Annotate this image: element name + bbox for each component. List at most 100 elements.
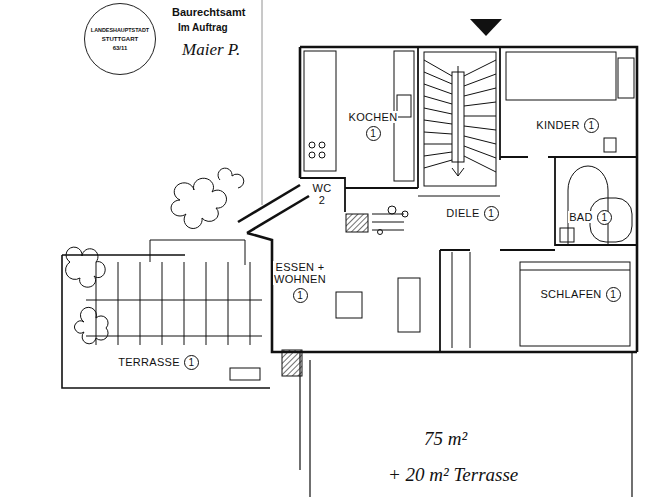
- room-label: TERRASSE 1: [117, 355, 199, 370]
- bush: [171, 178, 226, 228]
- room-name: BAD: [568, 211, 594, 223]
- wardrobe: [452, 252, 470, 348]
- fixture: [402, 211, 408, 217]
- bed-line: [520, 270, 630, 271]
- hatched-block: [346, 214, 368, 232]
- hob: [319, 142, 325, 148]
- signature: Maier P.: [182, 40, 240, 60]
- hob: [309, 142, 315, 148]
- wall: [500, 156, 637, 158]
- callout-number: 1: [370, 127, 376, 140]
- wall: [417, 47, 419, 188]
- wall: [299, 47, 302, 178]
- room-name: ESSEN + WOHNEN: [273, 261, 327, 285]
- sheet-edge: [262, 0, 263, 205]
- bed: [506, 52, 616, 100]
- wall: [247, 233, 300, 352]
- callout-number: 1: [366, 126, 381, 141]
- chair: [604, 138, 616, 152]
- wall: [499, 47, 501, 160]
- plants: [66, 168, 244, 344]
- wall: [300, 351, 637, 354]
- room-name: KINDER: [535, 119, 580, 131]
- callout-number: 1: [484, 206, 499, 221]
- planter: [230, 368, 260, 380]
- stair-arrow: [452, 66, 464, 176]
- wall: [247, 196, 309, 233]
- fixture: [378, 230, 383, 235]
- office-note: Im Auftrag: [178, 22, 228, 33]
- wall: [418, 196, 500, 197]
- bath-fittings: [560, 166, 632, 245]
- pergola: [150, 240, 245, 265]
- room-name: KOCHEN: [348, 111, 399, 123]
- wall: [555, 157, 637, 245]
- callout-number: 1: [488, 207, 494, 220]
- stamp-text: LANDESHAUPTSTADT: [91, 27, 149, 34]
- kitchen-fittings: [304, 51, 414, 181]
- wall: [440, 249, 555, 251]
- terrace-edge: [62, 255, 270, 388]
- stair-steps: [424, 60, 496, 172]
- stair-well: [424, 52, 496, 186]
- sink: [397, 95, 411, 117]
- stamp-text: STUTTGART: [102, 36, 138, 43]
- wall: [300, 178, 345, 212]
- room-label: KOCHEN 1: [348, 111, 399, 141]
- chimney: [282, 350, 302, 376]
- terrace: [62, 240, 270, 388]
- bush: [66, 247, 106, 287]
- room-name: TERRASSE: [117, 356, 181, 368]
- callout-number: 1: [610, 288, 616, 301]
- callout-number: 1: [588, 119, 594, 132]
- room-label: BAD 1: [568, 210, 612, 225]
- room-name: WC: [312, 182, 333, 194]
- sofa: [398, 278, 420, 332]
- room-name: SCHLAFEN: [539, 288, 602, 300]
- area-note: 75 m²: [424, 428, 467, 450]
- wall-line: [631, 352, 632, 497]
- hob: [309, 152, 315, 158]
- bathtub: [590, 198, 632, 242]
- pergola-beams: [96, 262, 250, 345]
- counter: [304, 51, 336, 171]
- wall: [300, 47, 637, 352]
- callout-number: 1: [584, 118, 599, 133]
- wall-line: [300, 352, 310, 497]
- wall: [439, 250, 441, 352]
- official-stamp: LANDESHAUPTSTADTSTUTTGART63/11: [84, 3, 156, 75]
- marker-triangle: [470, 19, 502, 36]
- pergola-beams: [86, 300, 262, 336]
- wc-fittings: [346, 206, 408, 235]
- callout-number: 1: [606, 287, 621, 302]
- room-label: SCHLAFEN 1: [539, 287, 620, 302]
- room-label: KINDER 1: [535, 118, 598, 133]
- lower-walls: [300, 352, 632, 497]
- callout-number: 1: [297, 289, 303, 302]
- room-name: DIELE: [445, 207, 480, 219]
- room-label: ESSEN + WOHNEN 1: [273, 261, 327, 303]
- area-note: + 20 m² Terrasse: [388, 464, 518, 486]
- kinder-furniture: [506, 52, 634, 152]
- inner-walls: [300, 47, 637, 352]
- fixture: [388, 206, 396, 214]
- shelf: [618, 58, 634, 98]
- room-label: DIELE 1: [445, 206, 498, 221]
- callout-number: 1: [601, 211, 607, 224]
- staircase: [424, 52, 496, 186]
- bush: [218, 168, 244, 188]
- callout-number: 1: [184, 355, 199, 370]
- callout-number: 1: [293, 288, 308, 303]
- wall: [345, 187, 418, 189]
- hob: [319, 152, 325, 158]
- stair-steps: [372, 214, 404, 230]
- wall: [238, 185, 300, 222]
- callout-number: 1: [189, 356, 195, 369]
- room-label: WC2: [312, 182, 333, 206]
- outer-walls: [238, 47, 637, 352]
- bush: [75, 307, 108, 343]
- bed-furniture: [520, 262, 630, 346]
- bed: [520, 262, 630, 346]
